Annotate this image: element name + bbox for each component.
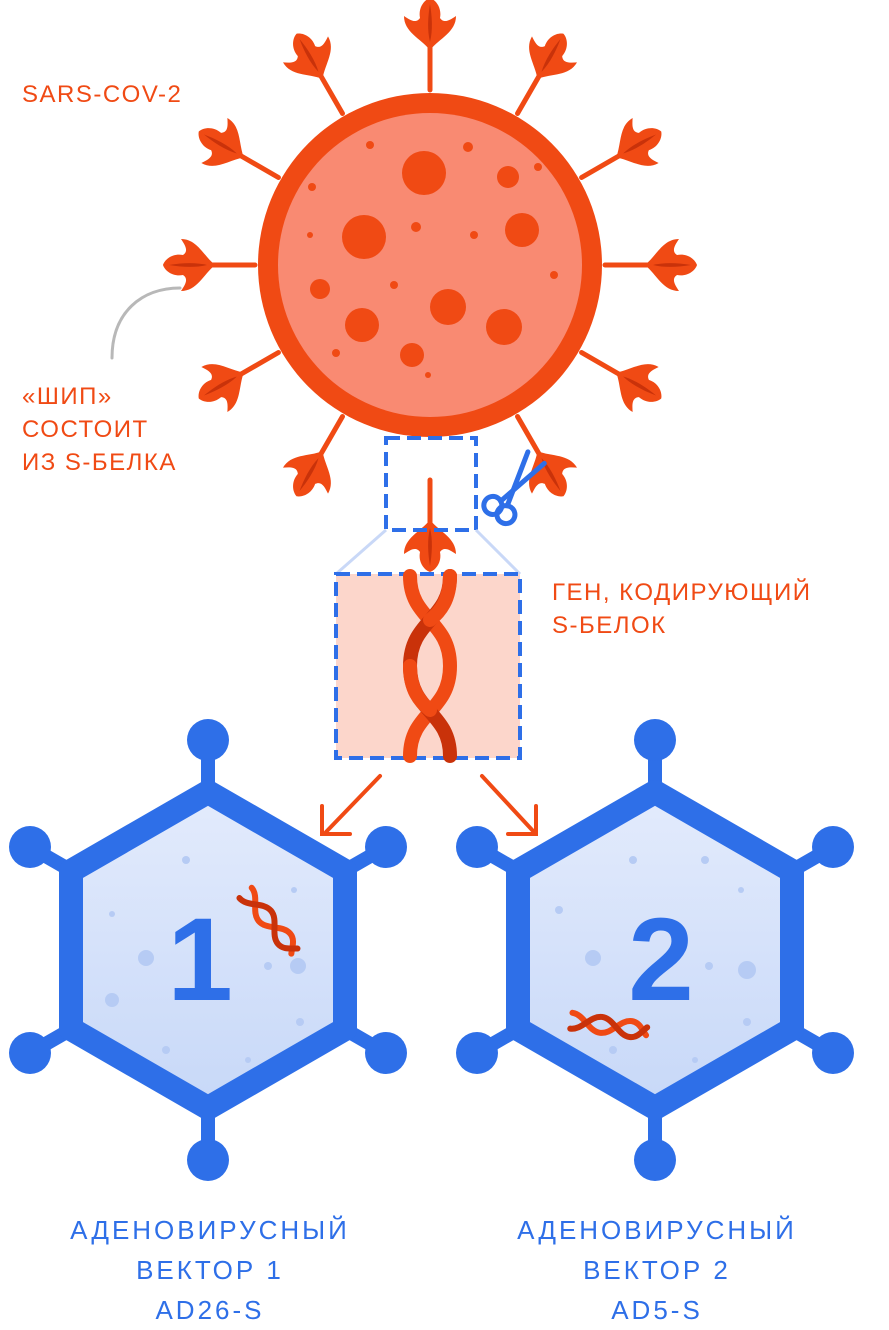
spike-pointer-line [112, 288, 180, 358]
gene-label-line-2: S-БЕЛОК [552, 609, 812, 642]
gene-label: ГЕН, КОДИРУЮЩИЙ S-БЕЛОК [552, 576, 812, 642]
vector-2-caption-line-1: АДЕНОВИРУСНЫЙ [487, 1210, 827, 1250]
virus-label: SARS-COV-2 [22, 78, 182, 111]
arrow-right-icon [482, 776, 536, 834]
selected-spike [404, 480, 456, 572]
spike-label-line-3: ИЗ S-БЕЛКА [22, 446, 177, 479]
vector-2-caption-line-3: AD5-S [487, 1290, 827, 1330]
spike-label: «ШИП» СОСТОИТ ИЗ S-БЕЛКА [22, 380, 177, 479]
gene-label-line-1: ГЕН, КОДИРУЮЩИЙ [552, 576, 812, 609]
spike-label-line-2: СОСТОИТ [22, 413, 177, 446]
vector-2-number: 2 [628, 894, 694, 1026]
vector-1-caption-line-2: ВЕКТОР 1 [40, 1250, 380, 1290]
spike-label-line-1: «ШИП» [22, 380, 177, 413]
vector-2-caption-line-2: ВЕКТОР 2 [487, 1250, 827, 1290]
arrow-left-icon [322, 776, 380, 834]
vector-1-caption-line-1: АДЕНОВИРУСНЫЙ [40, 1210, 380, 1250]
vector-1-caption-line-3: AD26-S [40, 1290, 380, 1330]
adenovirus-vector-2: 2 [456, 719, 854, 1181]
vector-1-number: 1 [167, 894, 233, 1026]
gene-box [336, 574, 520, 758]
adenovirus-vector-1: 1 [9, 719, 407, 1181]
vector-1-caption: АДЕНОВИРУСНЫЙ ВЕКТОР 1 AD26-S [40, 1210, 380, 1330]
vector-2-caption: АДЕНОВИРУСНЫЙ ВЕКТОР 2 AD5-S [487, 1210, 827, 1330]
virus-illustration [163, 0, 697, 509]
